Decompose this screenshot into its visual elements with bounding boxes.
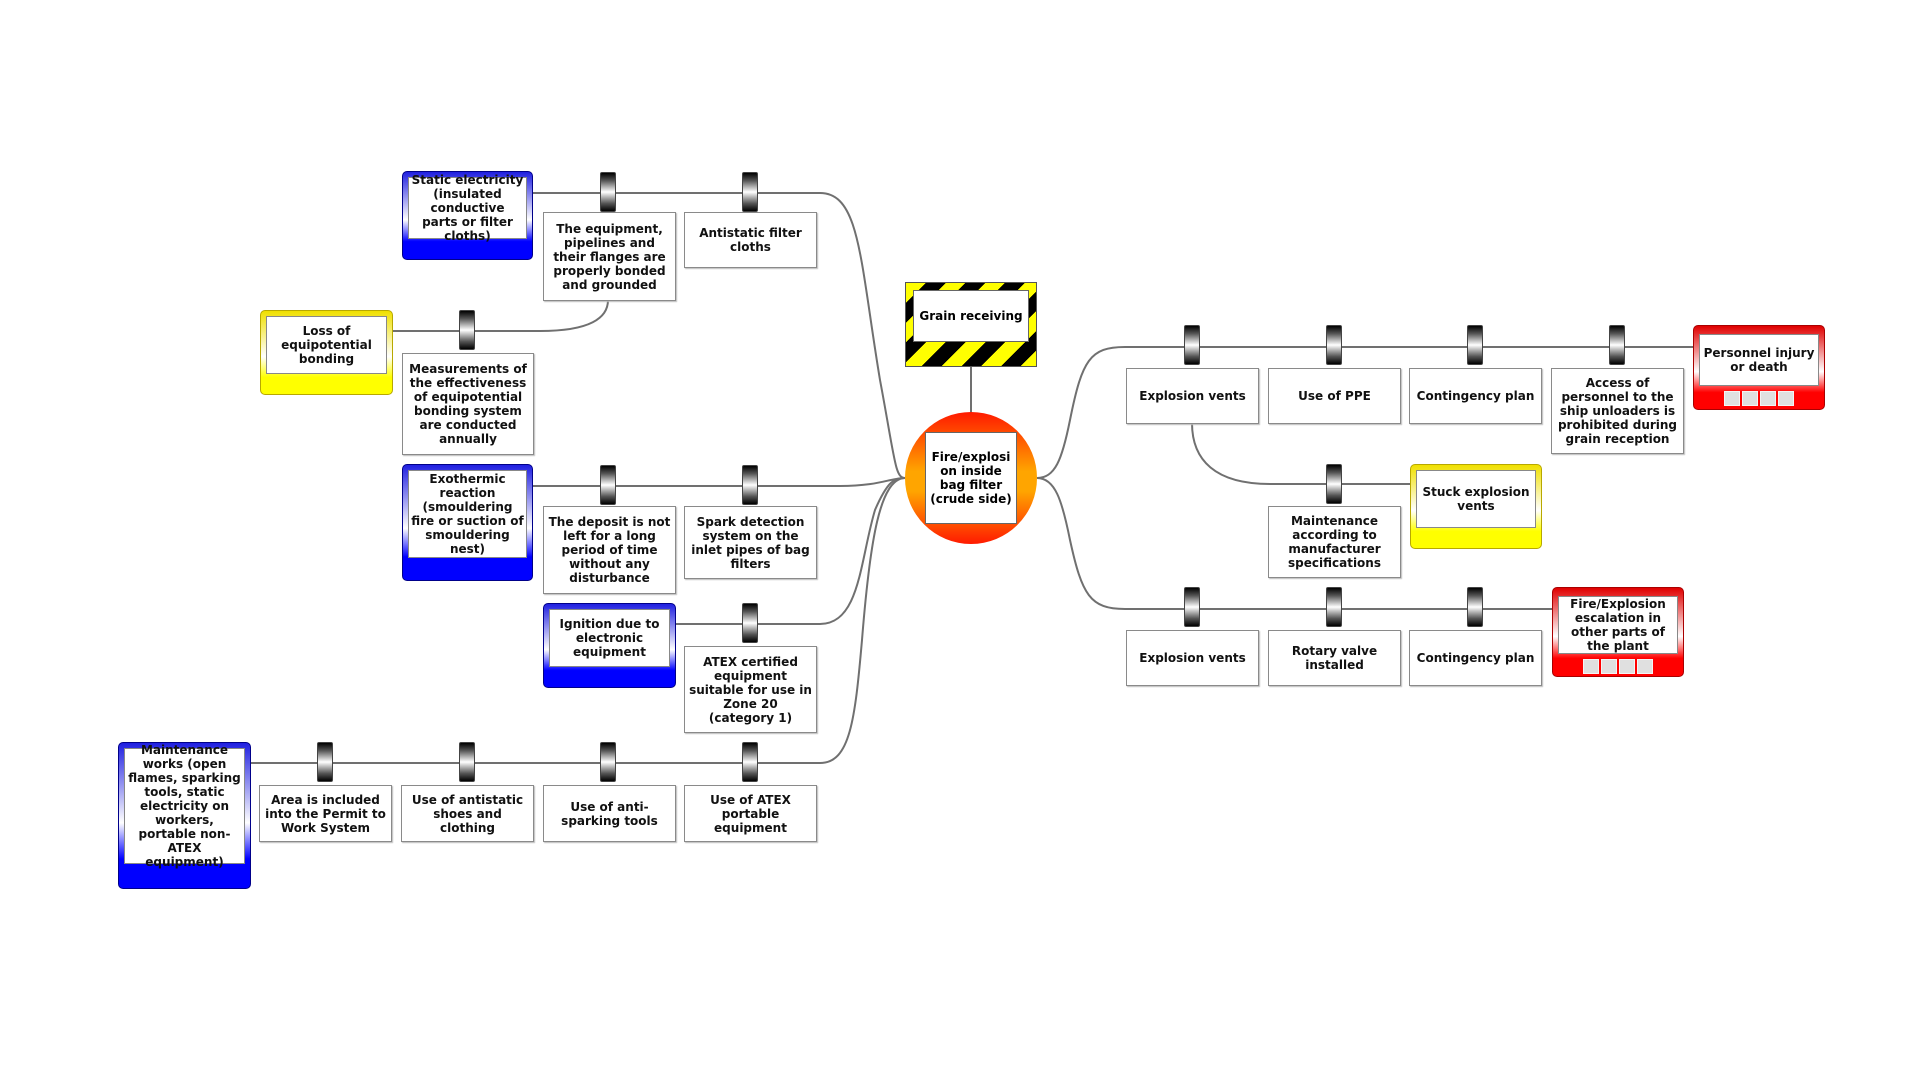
threat-line-static-electricity xyxy=(533,192,906,479)
consequence-line-injury xyxy=(1036,346,1693,479)
barrier-explosion-vents-1[interactable]: Explosion vents xyxy=(1126,368,1259,424)
threat-label: Ignition due to electronic equipment xyxy=(549,609,670,667)
barrier-atex-portable[interactable]: Use of ATEX portable equipment xyxy=(684,785,817,842)
threat-static-electricity[interactable]: Static electricity (insulated conductive… xyxy=(402,171,533,260)
barrier-tab-icon xyxy=(742,742,758,782)
barrier-anti-sparking-tools[interactable]: Use of anti-sparking tools xyxy=(543,785,676,842)
barrier-tab-icon xyxy=(742,172,758,212)
top-event-label: Fire/explosi on inside bag filter (crude… xyxy=(925,432,1017,524)
risk-cell xyxy=(1742,391,1758,406)
barrier-explosion-vents-2[interactable]: Explosion vents xyxy=(1126,630,1259,686)
consequence-label: Fire/Explosion escalation in other parts… xyxy=(1558,595,1678,654)
risk-matrix-cells xyxy=(1583,658,1653,674)
barrier-antistatic-cloths[interactable]: Antistatic filter cloths xyxy=(684,212,817,268)
barrier-antistatic-shoes[interactable]: Use of antistatic shoes and clothing xyxy=(401,785,534,842)
risk-cell xyxy=(1760,391,1776,406)
risk-cell xyxy=(1601,658,1617,674)
barrier-atex-certified[interactable]: ATEX certified equipment suitable for us… xyxy=(684,646,817,733)
barrier-spark-detection[interactable]: Spark detection system on the inlet pipe… xyxy=(684,506,817,579)
consequence-label: Personnel injury or death xyxy=(1699,334,1819,386)
threat-ignition-electronic[interactable]: Ignition due to electronic equipment xyxy=(543,603,676,688)
threat-line-ignition xyxy=(675,477,906,625)
escalation-factor-label: Loss of equipotential bonding xyxy=(266,316,387,374)
barrier-bonding-measurements[interactable]: Measurements of the effectiveness of equ… xyxy=(402,353,534,455)
barrier-deposit-disturbance[interactable]: The deposit is not left for a long perio… xyxy=(543,506,676,594)
top-event[interactable]: Fire/explosi on inside bag filter (crude… xyxy=(905,412,1037,544)
barrier-contingency-plan-1[interactable]: Contingency plan xyxy=(1409,368,1542,424)
barrier-tab-icon xyxy=(742,603,758,643)
escalation-factor-label: Stuck explosion vents xyxy=(1416,470,1536,528)
barrier-tab-icon xyxy=(600,465,616,505)
barrier-tab-icon xyxy=(600,172,616,212)
barrier-tab-icon xyxy=(1326,464,1342,504)
escalation-line-loss-bonding xyxy=(393,299,609,332)
risk-matrix-cells xyxy=(1724,391,1794,406)
risk-cell xyxy=(1637,658,1653,674)
threat-line-exothermic xyxy=(533,477,906,487)
threat-label: Exothermic reaction (smouldering fire or… xyxy=(408,470,527,558)
barrier-bonding-grounding[interactable]: The equipment, pipelines and their flang… xyxy=(543,212,676,301)
barrier-contingency-plan-2[interactable]: Contingency plan xyxy=(1409,630,1542,686)
barrier-tab-icon xyxy=(459,742,475,782)
escalation-factor-loss-bonding[interactable]: Loss of equipotential bonding xyxy=(260,310,393,395)
escalation-factor-stuck-vents[interactable]: Stuck explosion vents xyxy=(1410,464,1542,549)
consequence-fire-escalation[interactable]: Fire/Explosion escalation in other parts… xyxy=(1552,587,1684,677)
barrier-tab-icon xyxy=(600,742,616,782)
barrier-tab-icon xyxy=(1467,325,1483,365)
consequence-personnel-injury[interactable]: Personnel injury or death xyxy=(1693,325,1825,410)
barrier-tab-icon xyxy=(1326,325,1342,365)
barrier-access-prohibited[interactable]: Access of personnel to the ship unloader… xyxy=(1551,368,1684,454)
barrier-tab-icon xyxy=(1467,587,1483,627)
risk-cell xyxy=(1724,391,1740,406)
escalation-line-stuck-vents xyxy=(1191,422,1410,485)
barrier-tab-icon xyxy=(1609,325,1625,365)
hazard-label: Grain receiving xyxy=(913,290,1029,342)
barrier-use-of-ppe[interactable]: Use of PPE xyxy=(1268,368,1401,424)
risk-cell xyxy=(1778,391,1794,406)
barrier-tab-icon xyxy=(1184,587,1200,627)
threat-exothermic-reaction[interactable]: Exothermic reaction (smouldering fire or… xyxy=(402,464,533,581)
risk-cell xyxy=(1583,658,1599,674)
consequence-line-escalation xyxy=(1036,477,1552,610)
threat-label: Static electricity (insulated conductive… xyxy=(408,173,527,243)
barrier-tab-icon xyxy=(1184,325,1200,365)
risk-cell xyxy=(1619,658,1635,674)
barrier-maintenance-manufacturer[interactable]: Maintenance according to manufacturer sp… xyxy=(1268,506,1401,578)
threat-label: Maintenance works (open flames, sparking… xyxy=(124,743,245,869)
barrier-tab-icon xyxy=(742,465,758,505)
barrier-tab-icon xyxy=(317,742,333,782)
barrier-permit-to-work[interactable]: Area is included into the Permit to Work… xyxy=(259,785,392,842)
barrier-rotary-valve[interactable]: Rotary valve installed xyxy=(1268,630,1401,686)
barrier-tab-icon xyxy=(1326,587,1342,627)
barrier-tab-icon xyxy=(459,310,475,350)
threat-maintenance-works[interactable]: Maintenance works (open flames, sparking… xyxy=(118,742,251,889)
threat-line-maintenance xyxy=(251,477,906,764)
hazard-box[interactable]: Grain receiving xyxy=(905,282,1037,367)
